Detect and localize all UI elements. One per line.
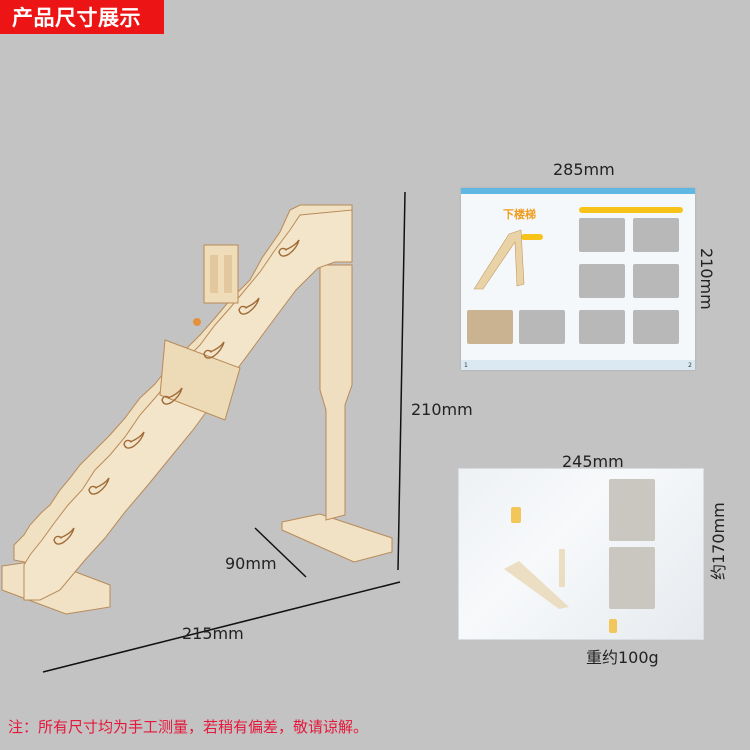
product-depth-label: 90mm (225, 554, 277, 573)
manual-width-label: 285mm (553, 160, 615, 179)
manual-title: 下楼梯 (503, 208, 536, 221)
package-weight-label: 重约100g (586, 648, 659, 667)
package-width-label: 245mm (562, 452, 624, 471)
product-height-label: 210mm (411, 400, 473, 419)
manual-stair-illustration (473, 229, 525, 290)
package-height-label: 约170mm (709, 502, 728, 580)
product-width-label: 215mm (182, 624, 244, 643)
manual-footer (461, 360, 695, 370)
package-stair-illustration (504, 549, 569, 609)
manual-page-left: 1 (464, 362, 468, 369)
manual-page-right: 2 (688, 362, 692, 369)
manual-tag (521, 234, 543, 240)
manual-height-label: 210mm (697, 248, 716, 310)
package-bag-image (458, 468, 704, 640)
manual-banner (579, 207, 683, 213)
instruction-manual-image: 下楼梯 1 2 (461, 188, 695, 370)
measurement-disclaimer: 注：所有尺寸均为手工测量，若稍有偏差，敬请谅解。 (8, 718, 369, 736)
page-title-banner: 产品尺寸展示 (0, 0, 164, 34)
